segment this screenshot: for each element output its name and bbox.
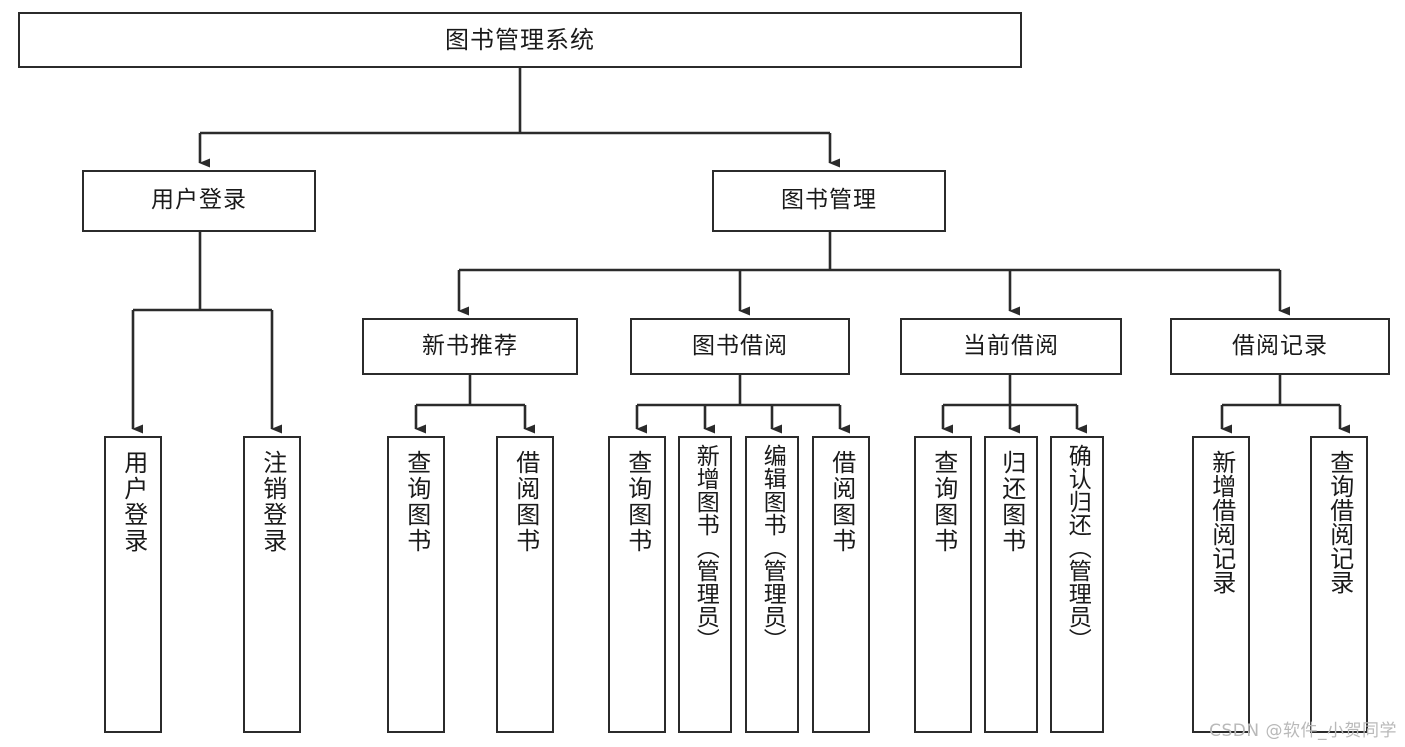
node-label: 确认归还（管理员） (1064, 444, 1091, 651)
node-label: 借阅图书 (511, 450, 540, 554)
node-label: 注销登录 (258, 450, 287, 554)
node-leaf-borrow-record-add[interactable]: 新增借阅记录 (1192, 436, 1250, 733)
node-leaf-book-borrow-add[interactable]: 新增图书（管理员） (678, 436, 732, 733)
node-borrow-record[interactable]: 借阅记录 (1170, 318, 1390, 375)
node-label: 借阅记录 (1232, 332, 1328, 359)
node-book-borrow[interactable]: 图书借阅 (630, 318, 850, 375)
node-label: 归还图书 (997, 450, 1026, 554)
csdn-watermark: CSDN @软件_小贺同学 (1209, 721, 1397, 741)
node-label: 当前借阅 (963, 332, 1059, 359)
node-label: 用户登录 (151, 187, 247, 214)
node-label: 查询图书 (402, 450, 431, 554)
node-label: 查询图书 (929, 450, 958, 554)
node-current-borrow[interactable]: 当前借阅 (900, 318, 1122, 375)
node-label: 用户登录 (119, 450, 148, 554)
node-label: 新书推荐 (422, 332, 518, 359)
node-new-book-recommend[interactable]: 新书推荐 (362, 318, 578, 375)
node-leaf-book-borrow-borrow[interactable]: 借阅图书 (812, 436, 870, 733)
node-label: 图书借阅 (692, 332, 788, 359)
node-label: 查询借阅记录 (1325, 450, 1354, 594)
node-leaf-current-borrow-query[interactable]: 查询图书 (914, 436, 972, 733)
node-label: 图书管理 (781, 187, 877, 214)
node-label: 新增借阅记录 (1207, 450, 1236, 594)
node-user-login[interactable]: 用户登录 (82, 170, 316, 232)
node-label: 查询图书 (623, 450, 652, 554)
node-label: 编辑图书（管理员） (759, 444, 786, 651)
node-label: 图书管理系统 (445, 25, 595, 54)
node-book-management[interactable]: 图书管理 (712, 170, 946, 232)
node-leaf-user-login-login[interactable]: 用户登录 (104, 436, 162, 733)
node-leaf-new-book-borrow[interactable]: 借阅图书 (496, 436, 554, 733)
node-leaf-book-borrow-query[interactable]: 查询图书 (608, 436, 666, 733)
node-leaf-current-borrow-confirm-return[interactable]: 确认归还（管理员） (1050, 436, 1104, 733)
node-leaf-new-book-query[interactable]: 查询图书 (387, 436, 445, 733)
node-leaf-book-borrow-edit[interactable]: 编辑图书（管理员） (745, 436, 799, 733)
node-leaf-borrow-record-query[interactable]: 查询借阅记录 (1310, 436, 1368, 733)
node-leaf-current-borrow-return[interactable]: 归还图书 (984, 436, 1038, 733)
node-label: 新增图书（管理员） (692, 444, 719, 651)
node-leaf-user-login-logout[interactable]: 注销登录 (243, 436, 301, 733)
node-label: 借阅图书 (827, 450, 856, 554)
node-root-library-management-system[interactable]: 图书管理系统 (18, 12, 1022, 68)
